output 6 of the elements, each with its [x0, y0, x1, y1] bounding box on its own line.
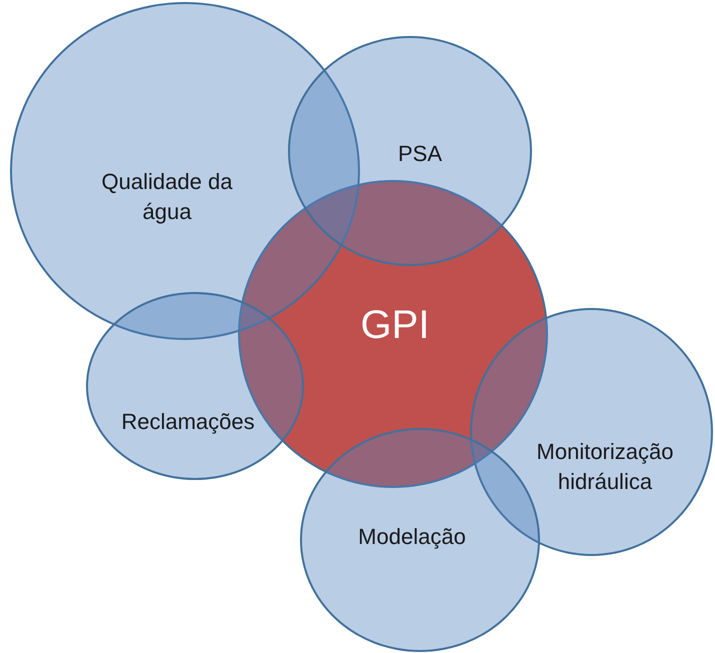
- circle-label: Qualidade da água: [100, 168, 234, 226]
- circle-label: Modelação: [357, 523, 467, 551]
- circle-label: Monitorização hidráulica: [536, 438, 674, 496]
- circle-label: GPI: [360, 302, 430, 349]
- circle-label: PSA: [396, 140, 444, 168]
- circle-label: Reclamações: [120, 408, 256, 436]
